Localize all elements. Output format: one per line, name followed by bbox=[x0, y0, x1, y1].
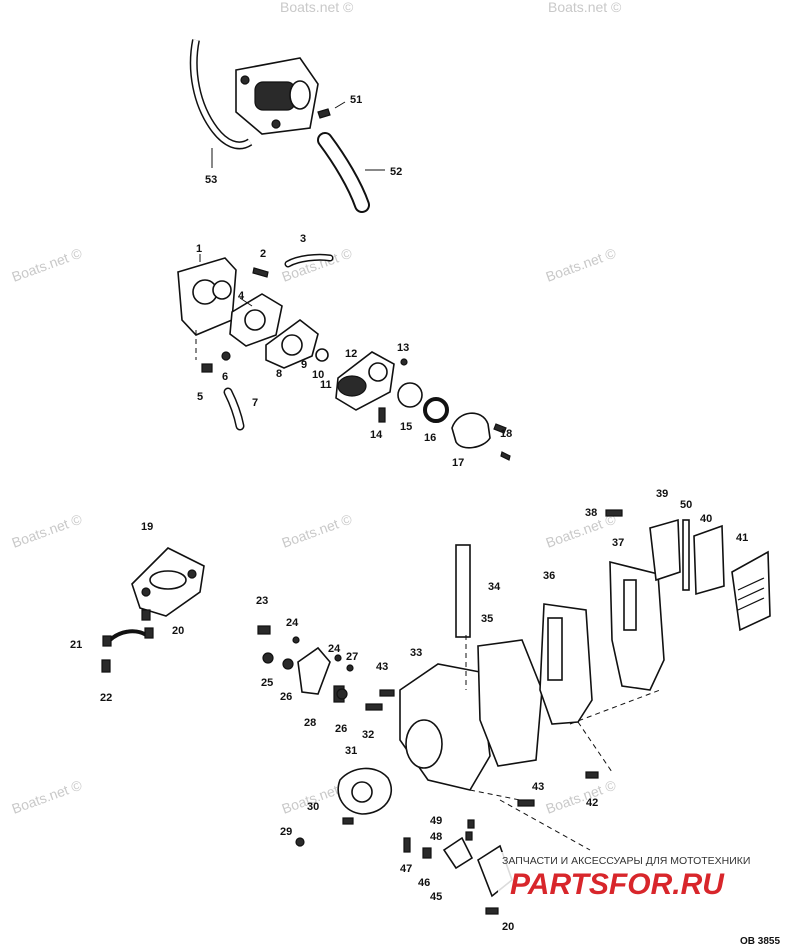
callout-4: 4 bbox=[238, 290, 245, 302]
watermark: Boats.net © bbox=[544, 244, 619, 284]
watermark: Boats.net © bbox=[280, 510, 355, 550]
callout-10: 10 bbox=[312, 369, 324, 381]
watermark: Boats.net © bbox=[548, 0, 622, 15]
callout-42: 42 bbox=[586, 797, 598, 809]
shop-tagline: ЗАПЧАСТИ И АКСЕССУАРЫ ДЛЯ МОТОТЕХНИКИ bbox=[502, 855, 750, 867]
callout-49: 49 bbox=[430, 815, 442, 827]
callout-43: 43 bbox=[532, 781, 544, 793]
callout-40: 40 bbox=[700, 513, 712, 525]
callout-32: 32 bbox=[362, 729, 374, 741]
watermark: Boats.net © bbox=[544, 776, 619, 816]
callout-52: 52 bbox=[390, 166, 402, 178]
callout-29: 29 bbox=[280, 826, 292, 838]
callout-3: 3 bbox=[300, 233, 306, 245]
fuel-pump-assembly bbox=[189, 39, 385, 213]
watermark: Boats.net © bbox=[280, 0, 354, 15]
callout-20: 20 bbox=[172, 625, 184, 637]
callout-24: 24 bbox=[286, 617, 299, 629]
callout-36: 36 bbox=[543, 570, 555, 582]
callout-21: 21 bbox=[70, 639, 82, 651]
callout-24: 24 bbox=[328, 643, 341, 655]
callout-26: 26 bbox=[280, 691, 292, 703]
callout-12: 12 bbox=[345, 348, 357, 360]
callout-2: 2 bbox=[260, 248, 266, 260]
callout-26: 26 bbox=[335, 723, 347, 735]
callout-6: 6 bbox=[222, 371, 228, 383]
callout-23: 23 bbox=[256, 595, 268, 607]
callout-11: 11 bbox=[320, 379, 332, 391]
shop-banner: ЗАПЧАСТИ И АКСЕССУАРЫ ДЛЯ МОТОТЕХНИКИ PA… bbox=[498, 852, 788, 901]
callout-38: 38 bbox=[585, 507, 597, 519]
callout-13: 13 bbox=[397, 342, 409, 354]
callout-27: 27 bbox=[346, 651, 358, 663]
callout-28: 28 bbox=[304, 717, 316, 729]
callout-17: 17 bbox=[452, 457, 464, 469]
callout-7: 7 bbox=[252, 397, 258, 409]
callout-53: 53 bbox=[205, 174, 217, 186]
callout-47: 47 bbox=[400, 863, 412, 875]
part-callouts: 51 52 53 1 2 3 4 5 6 7 8 9 10 11 12 13 1… bbox=[70, 94, 748, 933]
callout-20: 20 bbox=[502, 921, 514, 933]
callout-51: 51 bbox=[350, 94, 362, 106]
callout-19: 19 bbox=[141, 521, 153, 533]
callout-34: 34 bbox=[488, 581, 501, 593]
diagram-code: OB 3855 bbox=[740, 936, 780, 947]
callout-8: 8 bbox=[276, 368, 282, 380]
callout-50: 50 bbox=[680, 499, 692, 511]
callout-9: 9 bbox=[301, 359, 307, 371]
watermark: Boats.net © bbox=[10, 776, 85, 816]
callout-37: 37 bbox=[612, 537, 624, 549]
intake-manifold-assembly bbox=[257, 509, 771, 915]
callout-18: 18 bbox=[500, 428, 512, 440]
callout-5: 5 bbox=[197, 391, 203, 403]
watermark: Boats.net © bbox=[10, 510, 85, 550]
callout-22: 22 bbox=[100, 692, 112, 704]
callout-31: 31 bbox=[345, 745, 357, 757]
callout-15: 15 bbox=[400, 421, 412, 433]
callout-45: 45 bbox=[430, 891, 442, 903]
callout-14: 14 bbox=[370, 429, 383, 441]
watermark: Boats.net © bbox=[10, 244, 85, 284]
callout-33: 33 bbox=[410, 647, 422, 659]
callout-25: 25 bbox=[261, 677, 273, 689]
callout-41: 41 bbox=[736, 532, 748, 544]
bracket-assembly bbox=[101, 547, 205, 673]
callout-16: 16 bbox=[424, 432, 436, 444]
callout-39: 39 bbox=[656, 488, 668, 500]
callout-46: 46 bbox=[418, 877, 430, 889]
callout-35: 35 bbox=[481, 613, 493, 625]
callout-1: 1 bbox=[196, 243, 202, 255]
callout-48: 48 bbox=[430, 831, 442, 843]
callout-43: 43 bbox=[376, 661, 388, 673]
pump-body-assembly bbox=[177, 253, 511, 461]
shop-logo: PARTSFOR.RU bbox=[510, 868, 725, 901]
callout-30: 30 bbox=[307, 801, 319, 813]
